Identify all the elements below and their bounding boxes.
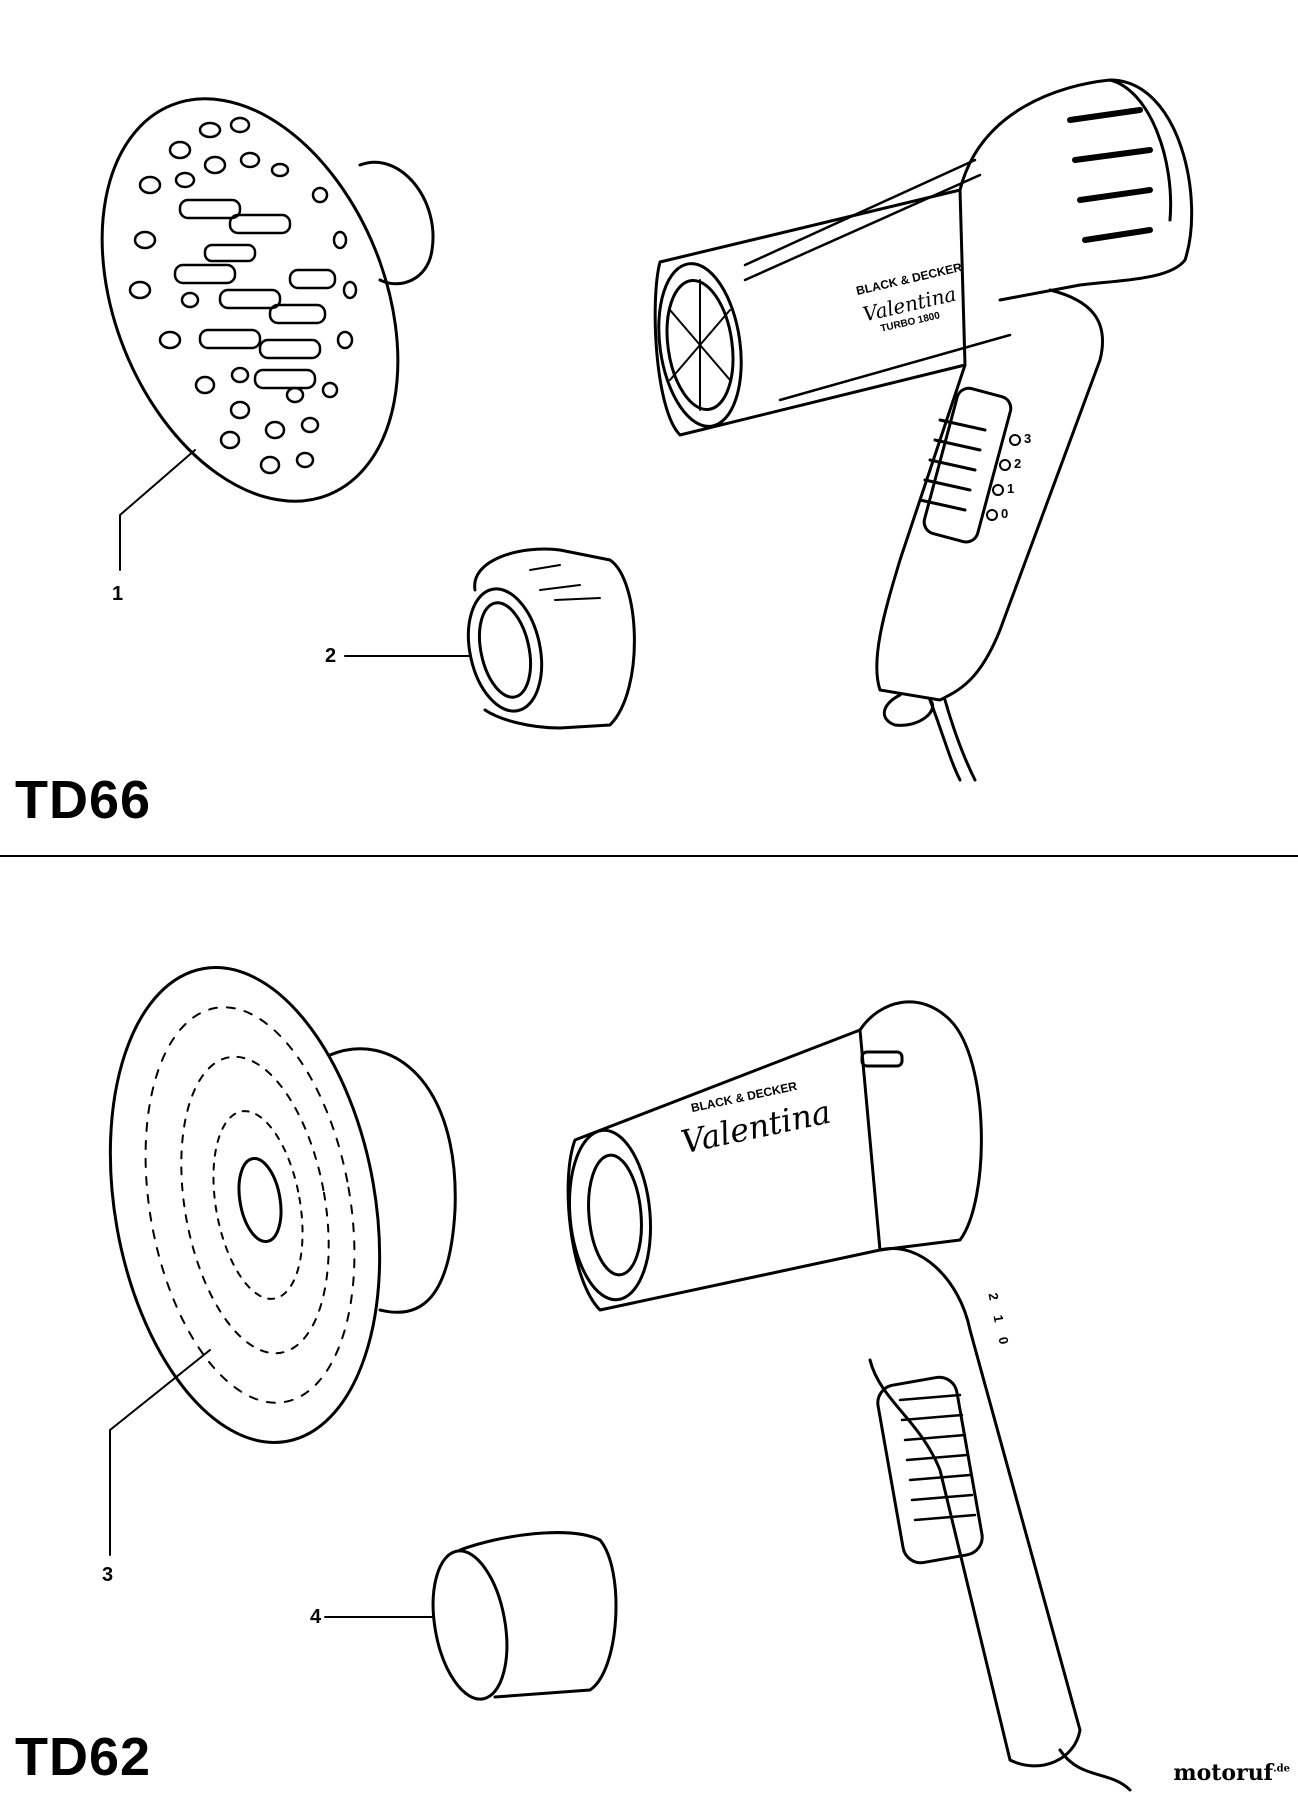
section-divider [0, 855, 1298, 857]
watermark-text: motoruf [1173, 1760, 1274, 1786]
dryer-switch-marks-td66 [986, 434, 1021, 521]
callout-4: 4 [310, 1606, 322, 1628]
model-label-td62: TD62 [15, 1727, 152, 1787]
diffuser-td62 [108, 966, 457, 1444]
leader-line-1 [119, 449, 196, 571]
callout-1: 1 [112, 583, 124, 605]
diffuser-td66 [100, 97, 435, 503]
callout-2: 2 [325, 645, 337, 667]
nozzle-td62 [431, 1531, 618, 1701]
hair-dryer-td62 [566, 1000, 1132, 1792]
watermark: motoruf.de [1173, 1760, 1290, 1786]
watermark-suffix: .de [1273, 1763, 1290, 1775]
callout-3: 3 [102, 1564, 114, 1586]
switch-mark-2: 2 [1014, 456, 1022, 471]
switch-mark-1: 1 [1007, 481, 1015, 496]
hair-dryer-td66 [653, 78, 1194, 782]
switch-mark-3: 3 [1024, 431, 1032, 446]
model-label-td66: TD66 [15, 770, 152, 830]
switch-mark-0: 0 [1001, 506, 1009, 521]
nozzle-td66 [466, 547, 636, 730]
leader-line-3 [109, 1349, 211, 1556]
